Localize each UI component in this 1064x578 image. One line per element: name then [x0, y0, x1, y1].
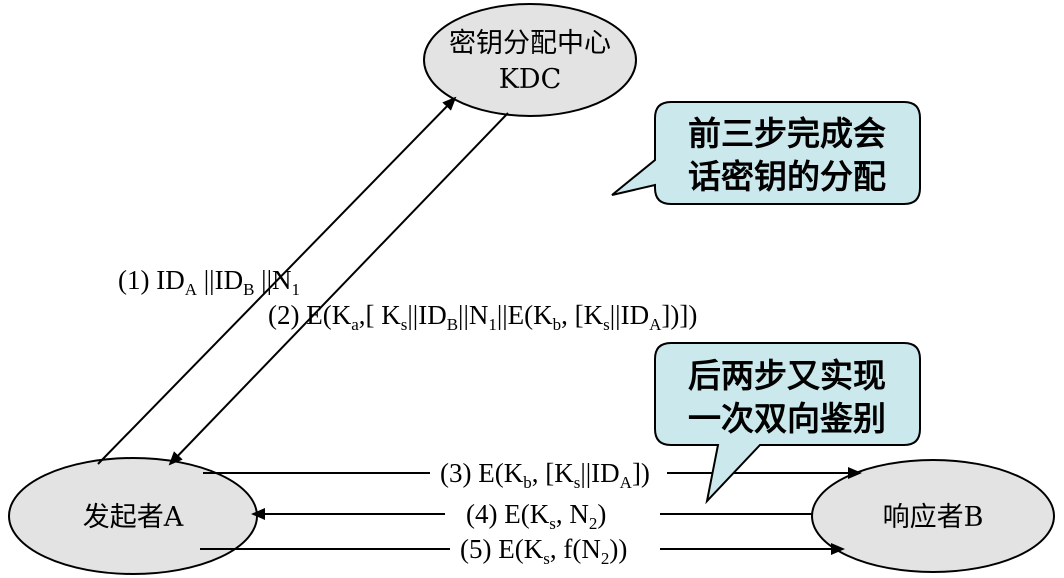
- arrow-msg2: [168, 112, 509, 466]
- msg4-label: (4) E(Ks, N2): [466, 499, 606, 533]
- callout-top-line2: 话密钥的分配: [688, 157, 886, 196]
- responder-label: 响应者B: [883, 502, 984, 533]
- callout-bottom-line2: 一次双向鉴别: [688, 399, 886, 438]
- callout-top-line1: 前三步完成会: [688, 114, 886, 153]
- callout-bottom-line1: 后两步又实现: [688, 356, 886, 395]
- kdc-node: 密钥分配中心 KDC: [423, 3, 637, 117]
- callout-mutual-auth: 后两步又实现 一次双向鉴别: [654, 342, 921, 505]
- msg2-label: (2) E(Ka,[ Ks||IDB||N1||E(Kb, [Ks||IDA])…: [268, 300, 697, 334]
- kdc-label-line2: KDC: [499, 64, 561, 95]
- initiator-node: 发起者A: [8, 457, 258, 575]
- msg5-label: (5) E(Ks, f(N2)): [460, 534, 627, 568]
- msg3-label: (3) E(Kb, [Ks||IDA]): [440, 458, 650, 492]
- kdc-label-line1: 密钥分配中心: [449, 28, 611, 59]
- initiator-label: 发起者A: [83, 502, 184, 533]
- callout-session-key: 前三步完成会 话密钥的分配: [611, 101, 921, 205]
- arrow-msg1: [97, 96, 457, 465]
- msg1-label: (1) IDA ||IDB ||N1: [118, 265, 300, 299]
- responder-node: 响应者B: [811, 459, 1055, 573]
